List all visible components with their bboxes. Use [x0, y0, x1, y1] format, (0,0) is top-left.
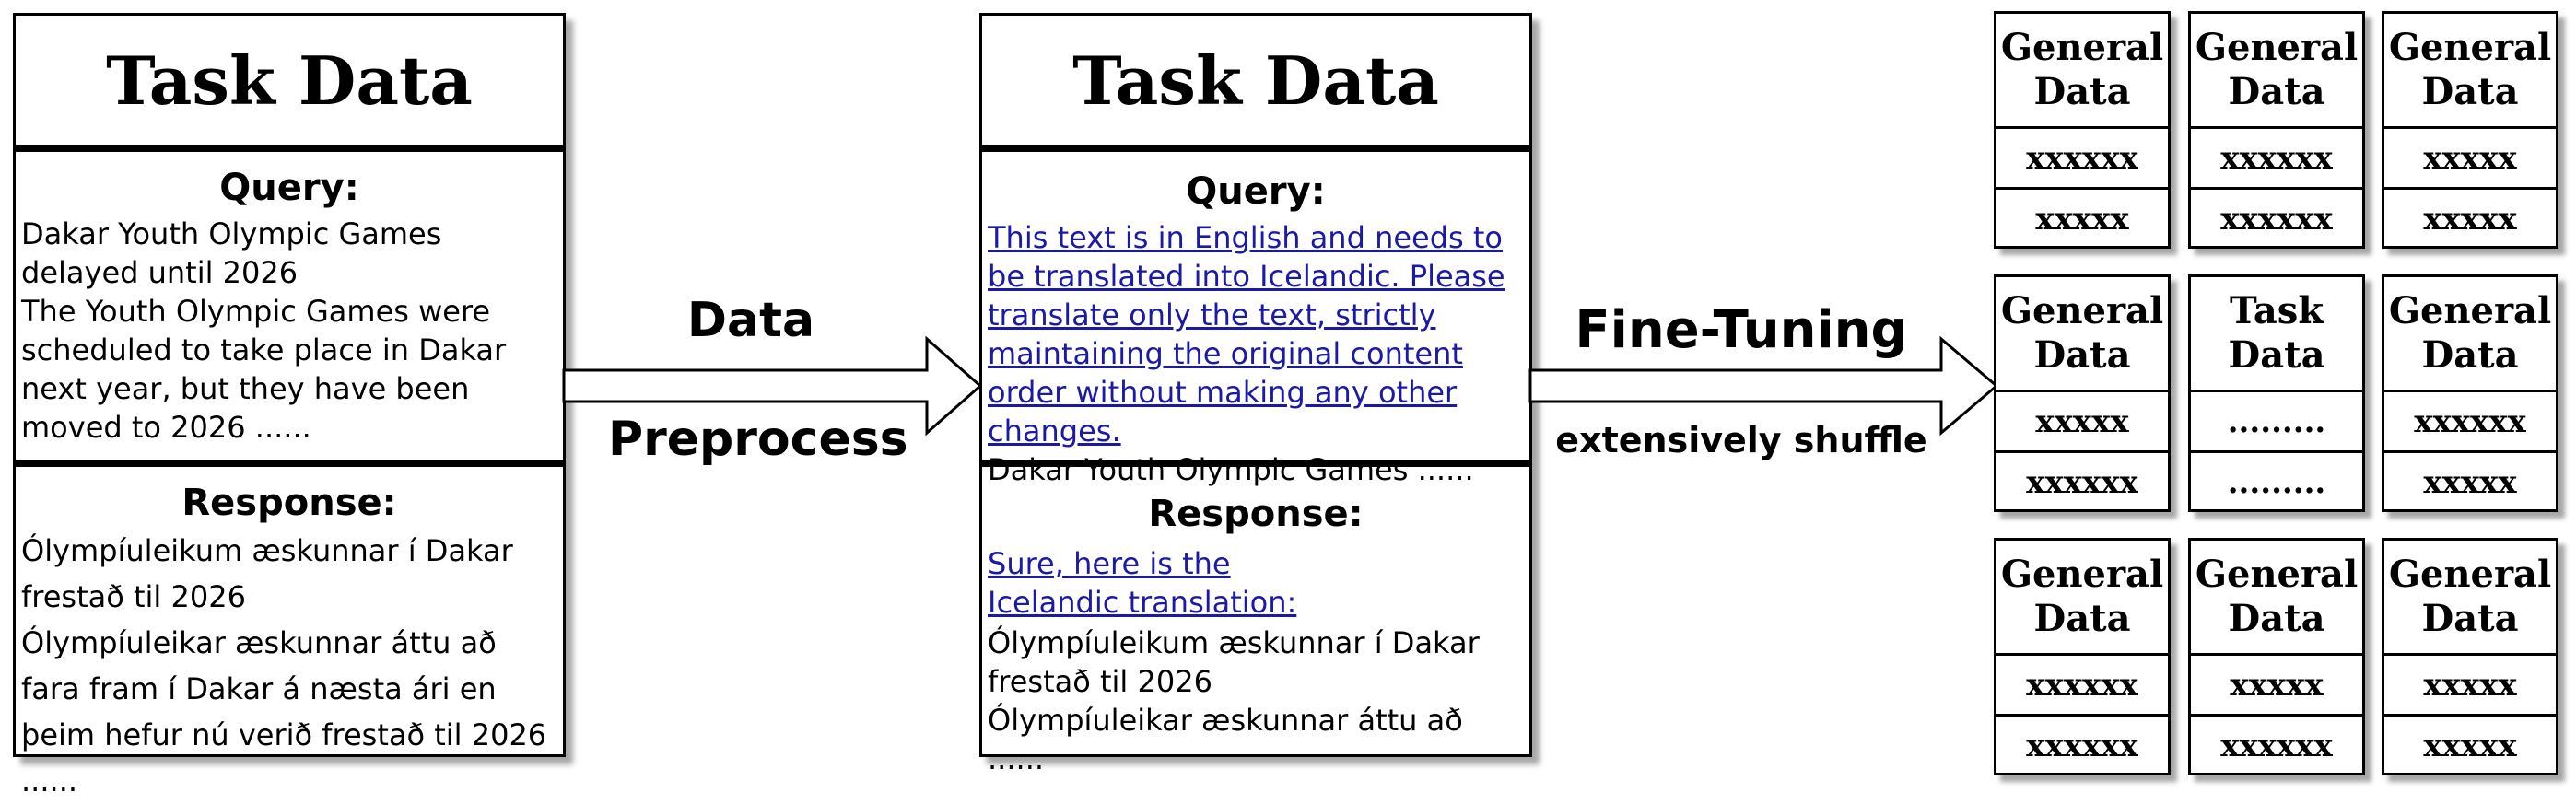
grid-card-title-line: Data [2228, 70, 2325, 113]
middle-response-heading: Response: [1148, 493, 1364, 535]
grid-card-title-line: General [2388, 289, 2552, 332]
left-query-line: Dakar Youth Olympic Games delayed until … [21, 216, 442, 290]
grid-card-title-line: General [2195, 26, 2359, 69]
preprocess-label-top: Data [686, 293, 815, 348]
grid-card-row: ......... [2191, 450, 2362, 512]
grid-card-title-line: Task [2229, 289, 2324, 332]
left-response-line: Ólympíuleikum æskunnar í Dakar frestað t… [21, 533, 513, 614]
grid-card-title-line: Data [2033, 333, 2131, 377]
middle-task-data-card: Task Data Query: This text is in English… [979, 13, 1532, 776]
grid-card-row: xxxxxx [2191, 126, 2362, 188]
grid-card-title-line: Data [2033, 597, 2131, 640]
finetune-label-top: Fine-Tuning [1575, 300, 1908, 360]
grid-card-title-line: Data [2421, 597, 2519, 640]
grid-card-row: xxxxxx [1996, 714, 2168, 775]
middle-response-instruction: Sure, here is the Icelandic translation: [988, 546, 1297, 620]
middle-query-heading: Query: [1186, 170, 1326, 213]
left-card-title: Task Data [106, 41, 473, 120]
grid-card-title-line: General [2000, 289, 2164, 332]
grid-card-title-line: Data [2421, 333, 2519, 377]
grid-card-row: ......... [2191, 390, 2362, 451]
preprocess-arrow-shape [562, 335, 983, 437]
middle-response-line: Ólympíuleikum æskunnar í Dakar frestað t… [988, 625, 1480, 699]
grid-card-row: xxxxx [2384, 714, 2556, 775]
middle-response-body: Sure, here is the Icelandic translation: [988, 544, 1364, 622]
middle-query-text: Dakar Youth Olympic Games ...... [988, 452, 1474, 487]
left-response-body: Ólympíuleikum æskunnar í Dakar frestað t… [21, 528, 557, 804]
grid-card-row: xxxxx [2384, 126, 2556, 188]
left-query-line: The Youth Olympic Games were scheduled t… [21, 294, 507, 445]
middle-response-line: Ólympíuleikar æskunnar áttu að ...... [988, 703, 1463, 776]
finetune-label-bottom: extensively shuffle [1555, 420, 1927, 460]
left-section-divider [16, 460, 563, 467]
grid-card-title-line: General [2388, 553, 2552, 596]
grid-card-title-line: Data [2228, 597, 2325, 640]
middle-section-divider [982, 460, 1529, 467]
middle-response-translation: Ólympíuleikum æskunnar í Dakar frestað t… [988, 623, 1524, 778]
grid-card-title-line: Data [2228, 333, 2325, 377]
grid-card-row: xxxxxx [2191, 714, 2362, 775]
grid-card-row: xxxxxx [1996, 653, 2168, 715]
grid-card-row: xxxxxx [1996, 126, 2168, 188]
grid-card-row: xxxxxx [2191, 187, 2362, 249]
left-task-data-card: Task Data Query: Dakar Youth Olympic Gam… [13, 13, 566, 798]
grid-card-row: xxxxx [1996, 390, 2168, 451]
grid-card-row: xxxxxx [2384, 390, 2556, 451]
finetune-arrow-shape [1528, 335, 1999, 437]
middle-query-body: This text is in English and needs to be … [988, 218, 1524, 489]
grid-card-title-line: General [2195, 553, 2359, 596]
grid-card-row: xxxxx [2384, 450, 2556, 512]
finetune-arrow [1528, 335, 1999, 437]
left-query-heading: Query: [219, 167, 359, 209]
preprocess-arrow [562, 335, 983, 437]
grid-card-title-line: General [2000, 26, 2164, 69]
left-query-body: Dakar Youth Olympic Games delayed until … [21, 215, 557, 447]
grid-card-row: xxxxx [2384, 653, 2556, 715]
grid-card-row: xxxxx [2191, 653, 2362, 715]
preprocess-label-bottom: Preprocess [608, 412, 908, 467]
grid-card-title-line: Data [2033, 70, 2131, 113]
grid-card-title-line: General [2000, 553, 2164, 596]
grid-card-row: xxxxx [1996, 187, 2168, 249]
left-title-divider [16, 145, 563, 152]
grid-card-title-line: General [2388, 26, 2552, 69]
grid-card-row: xxxxxx [1996, 450, 2168, 512]
left-response-line: Ólympíuleikar æskunnar áttu að fara fram… [21, 625, 547, 798]
middle-title-divider [982, 145, 1529, 152]
grid-card-row: xxxxx [2384, 187, 2556, 249]
middle-query-instruction: This text is in English and needs to be … [988, 220, 1505, 449]
grid-card-title-line: Data [2421, 70, 2519, 113]
middle-card-title: Task Data [1072, 41, 1439, 120]
left-response-heading: Response: [181, 482, 397, 524]
